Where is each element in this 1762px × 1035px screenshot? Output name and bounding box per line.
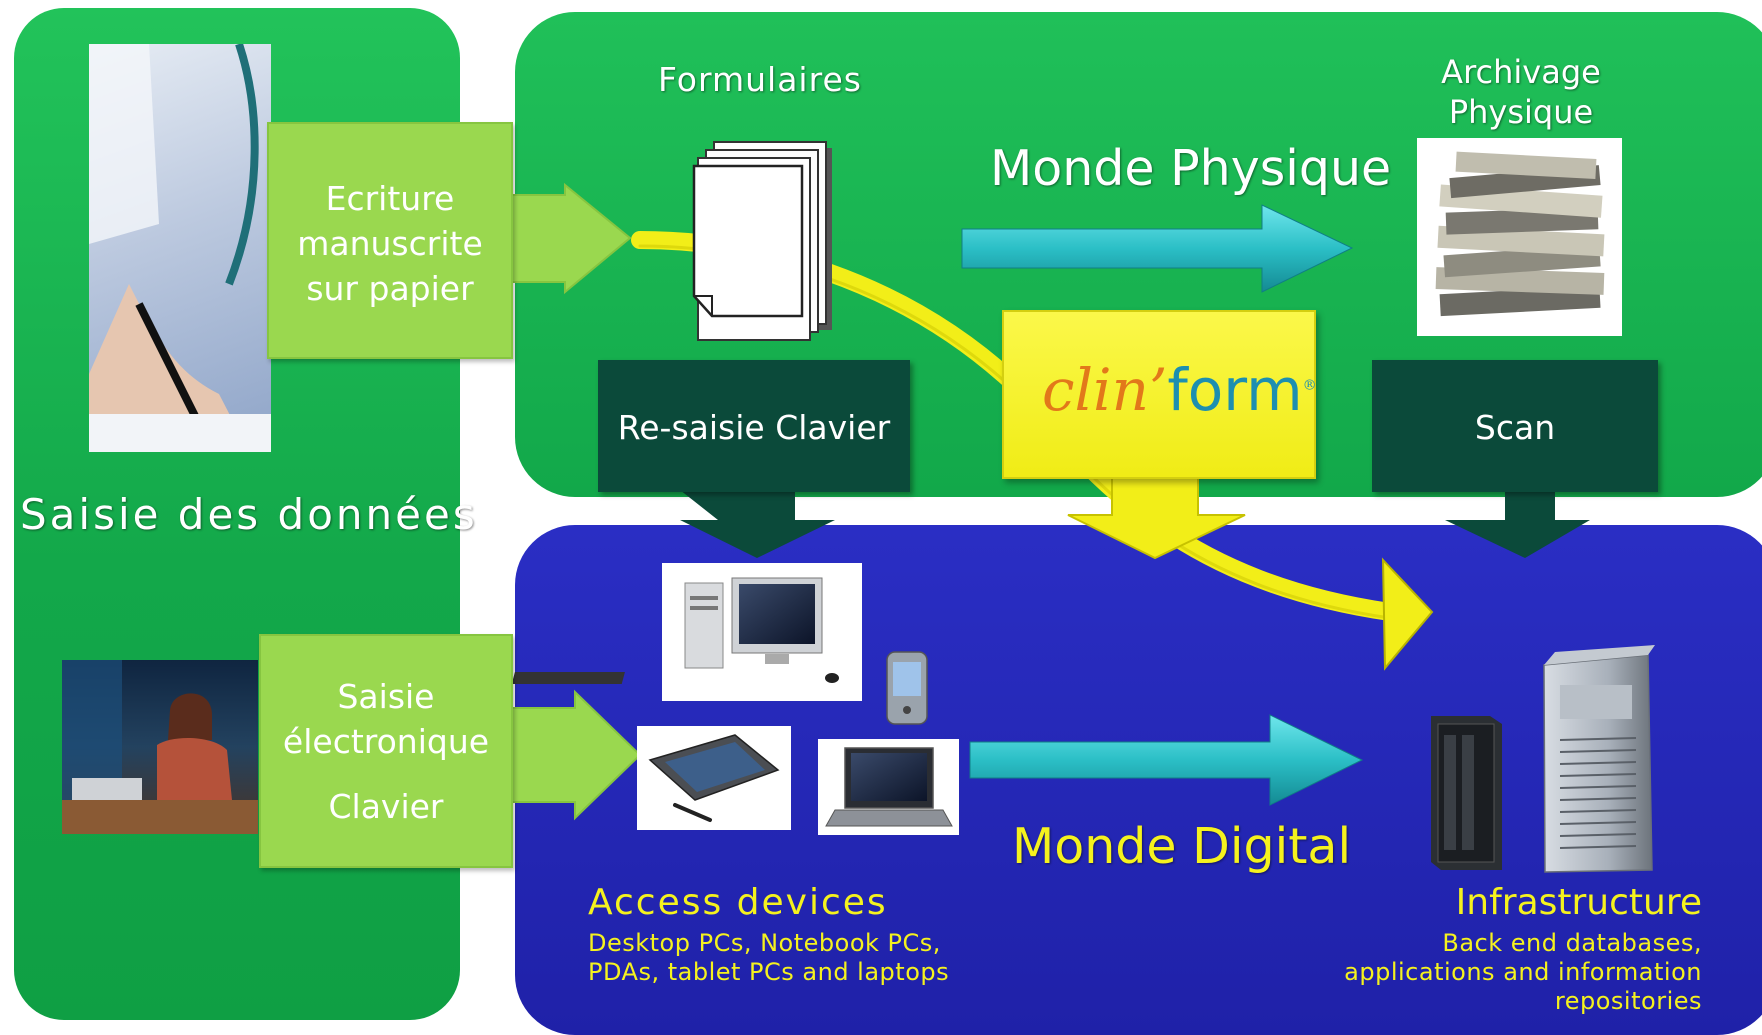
electronic-line-1: Saisie bbox=[337, 677, 435, 716]
handwriting-entry-box: Ecriture manuscrite sur papier bbox=[267, 122, 513, 359]
access-devices-title: Access devices bbox=[588, 882, 888, 923]
handwriting-photo bbox=[89, 44, 271, 452]
infrastructure-line-2: applications and information bbox=[1344, 958, 1702, 986]
access-devices-block: Access devices Desktop PCs, Notebook PCs… bbox=[588, 882, 949, 987]
server-tower-icon bbox=[1543, 645, 1655, 873]
rekey-box: Re-saisie Clavier bbox=[598, 360, 910, 492]
electronic-entry-box: Saisie électronique Clavier bbox=[259, 634, 513, 868]
electronic-arrow bbox=[504, 689, 642, 821]
electronic-line-3: Clavier bbox=[328, 787, 444, 826]
electronic-line-2: électronique bbox=[282, 722, 490, 761]
scan-box: Scan bbox=[1372, 360, 1658, 492]
tablet-pc-icon bbox=[637, 726, 791, 830]
rekey-down-arrow bbox=[680, 490, 835, 558]
access-devices-line-2: PDAs, tablet PCs and laptops bbox=[588, 958, 950, 986]
clinform-logo: clin’form® bbox=[1042, 356, 1317, 424]
infrastructure-title: Infrastructure bbox=[1455, 882, 1702, 923]
logo-part-clin: clin bbox=[1042, 356, 1149, 424]
server-rack-icon bbox=[1431, 716, 1502, 870]
logo-registered-mark: ® bbox=[1302, 377, 1317, 394]
infrastructure-line-1: Back end databases, bbox=[1442, 929, 1702, 957]
digital-world-title: Monde Digital bbox=[1012, 818, 1352, 875]
handwriting-line-1: Ecriture bbox=[325, 179, 455, 218]
pda-icon bbox=[886, 651, 928, 725]
laptop-icon bbox=[818, 739, 959, 835]
digital-flow-arrow bbox=[969, 714, 1364, 806]
archive-label-line-1: Archivage bbox=[1441, 53, 1601, 91]
forms-label: Formulaires bbox=[658, 60, 862, 99]
archive-label-line-2: Physique bbox=[1448, 93, 1594, 131]
archive-label: Archivage Physique bbox=[1410, 52, 1632, 132]
handwriting-arrow bbox=[504, 182, 632, 295]
rekey-label: Re-saisie Clavier bbox=[617, 408, 891, 447]
handwriting-line-3: sur papier bbox=[306, 269, 474, 308]
physical-world-title: Monde Physique bbox=[990, 140, 1392, 197]
scan-label: Scan bbox=[1474, 408, 1556, 447]
desktop-pc-icon bbox=[511, 563, 862, 701]
logo-apostrophe: ’ bbox=[1148, 356, 1168, 424]
scan-down-arrow bbox=[1445, 490, 1590, 558]
paper-forms-icon bbox=[692, 141, 832, 341]
handwriting-line-2: manuscrite bbox=[297, 224, 483, 263]
paper-archive-icon bbox=[1417, 138, 1622, 336]
keyboard-user-photo bbox=[62, 660, 258, 834]
access-devices-line-1: Desktop PCs, Notebook PCs, bbox=[588, 929, 941, 957]
data-entry-title: Saisie des données bbox=[20, 490, 478, 539]
logo-part-form: form bbox=[1167, 356, 1303, 424]
infrastructure-line-3: repositories bbox=[1554, 987, 1702, 1015]
infrastructure-block: Infrastructure Back end databases, appli… bbox=[1344, 882, 1702, 1016]
clinform-logo-box: clin’form® bbox=[1002, 310, 1317, 479]
physical-flow-arrow bbox=[961, 204, 1354, 293]
